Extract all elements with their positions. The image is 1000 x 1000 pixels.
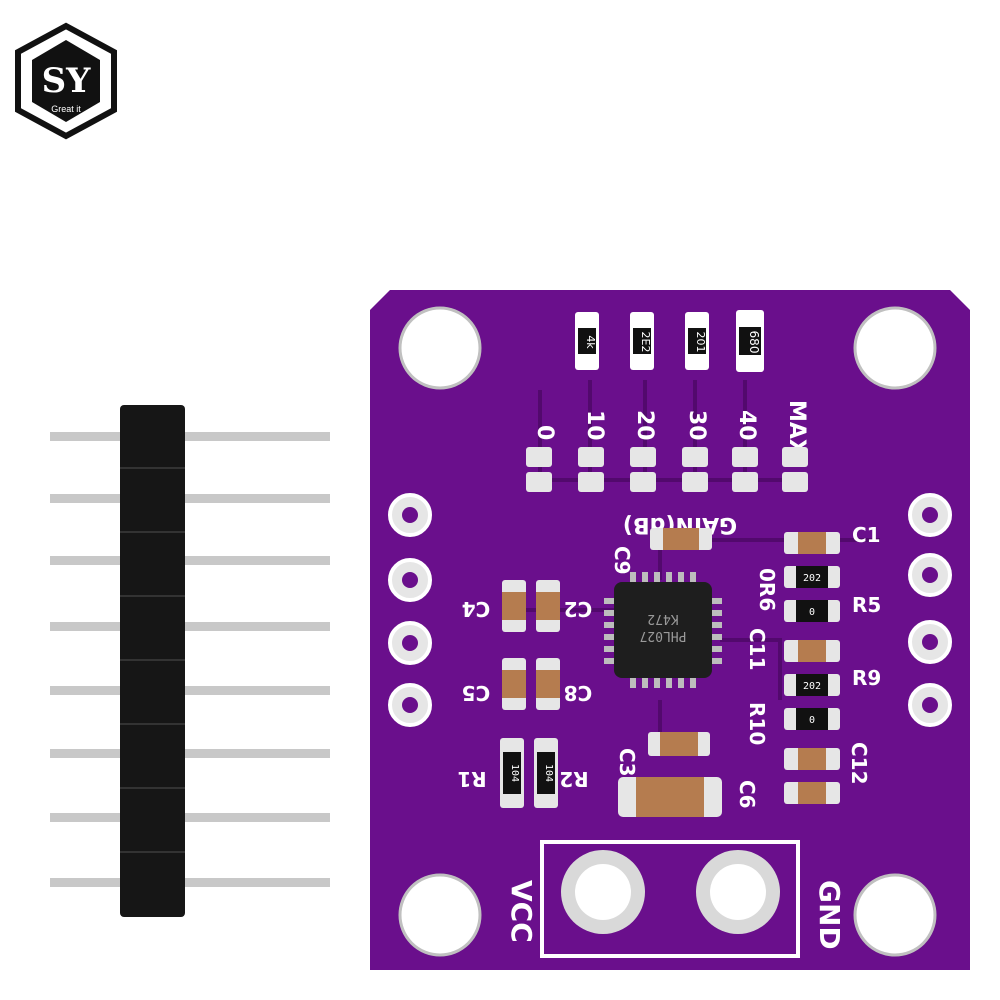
label-r6: 0R6: [755, 568, 779, 611]
label-r1: R1: [457, 767, 486, 791]
smd-codes: 104 104 202 0 202 0: [509, 573, 821, 782]
gain-label-max: MAX: [784, 400, 809, 456]
label-c11: C11: [745, 628, 769, 671]
r5-code: 0: [809, 607, 815, 618]
resistor-code-4: 680: [747, 331, 761, 354]
gain-label-10: 10: [582, 410, 607, 441]
logo-letters: SY: [42, 61, 92, 101]
silkscreen-labels: C1 C9 0R6 R5 C11 R9 R10 C12 C6 C4 C2 C5 …: [457, 523, 881, 809]
label-c1: C1: [852, 523, 881, 547]
chip-marking-1: K472: [647, 611, 678, 626]
label-r9: R9: [852, 666, 881, 690]
brand-logo: SY Great it: [15, 22, 117, 140]
gnd-label: GND: [813, 880, 846, 950]
label-c12: C12: [847, 742, 871, 785]
resistor-code-3: 201: [694, 332, 707, 353]
label-c3: C3: [615, 748, 639, 777]
side-pin-holes: [388, 493, 952, 727]
gain-labels: 0 10 20 30 40 MAX: [532, 400, 809, 456]
label-c9: C9: [610, 546, 634, 575]
gain-label-30: 30: [684, 410, 709, 441]
label-c6: C6: [735, 780, 759, 809]
r1-code: 104: [509, 764, 520, 782]
pin-header: [50, 405, 330, 917]
gain-resistor-codes: 4k 2E2 201 680: [584, 331, 761, 354]
chip-marking-2: PHL027: [640, 628, 687, 643]
logo-tagline: Great it: [51, 104, 81, 114]
gain-label-40: 40: [734, 410, 759, 441]
gain-jumper-pads: [526, 447, 808, 492]
label-c5: C5: [462, 681, 491, 705]
gain-label-0: 0: [532, 425, 557, 440]
r10-code: 0: [809, 715, 815, 726]
label-c8: C8: [564, 681, 593, 705]
mounting-holes: [398, 306, 937, 957]
gain-label-20: 20: [632, 410, 657, 441]
r9-code: 202: [803, 681, 821, 692]
power-terminal: [540, 840, 800, 958]
amplifier-chip: K472 PHL027: [604, 572, 722, 688]
label-c2: C2: [564, 597, 593, 621]
resistor-code-2: 2E2: [639, 332, 652, 353]
r2-code: 104: [543, 764, 554, 782]
pcb-board: 4k 2E2 201 680 0 10 20 30 40 MAX GAIN(dB…: [370, 290, 970, 970]
gain-resistors: [575, 310, 764, 372]
label-r5: R5: [852, 593, 881, 617]
label-c4: C4: [462, 597, 491, 621]
resistor-code-1: 4k: [584, 335, 597, 349]
header-pins: [50, 432, 330, 887]
label-r2: R2: [559, 767, 588, 791]
r6-code: 202: [803, 573, 821, 584]
label-r10: R10: [745, 702, 769, 745]
header-plastic-body: [120, 405, 185, 917]
vcc-label: VCC: [505, 880, 538, 943]
smd-components: [500, 528, 840, 817]
